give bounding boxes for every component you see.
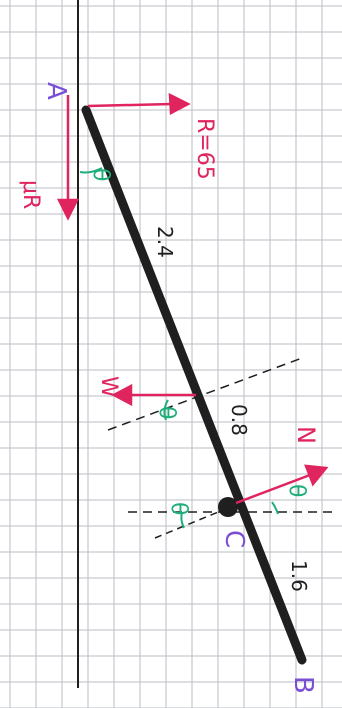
force-r-arrow (87, 92, 191, 116)
label-length-middle: 0.8 (227, 404, 251, 436)
label-force-n: N (292, 426, 320, 444)
label-force-r: R=65 (192, 118, 217, 180)
label-length-lower: 1.6 (287, 560, 311, 592)
rod (81, 105, 307, 665)
label-force-mu-r: μR (18, 180, 43, 209)
label-angle-w: θ (154, 406, 179, 419)
label-force-w: W (96, 376, 121, 398)
label-length-upper: 2.4 (153, 226, 177, 258)
label-point-a: A (41, 82, 71, 100)
angle-arc-top (79, 167, 103, 174)
label-angle-top: θ (88, 168, 113, 181)
label-angle-n: θ (284, 484, 309, 497)
force-n-arrow (235, 464, 329, 505)
force-mu-r-arrow (56, 95, 80, 221)
angle-arc-w (163, 399, 169, 421)
angle-arc-n (271, 501, 279, 515)
label-angle-c: θ (166, 502, 191, 515)
label-point-b: B (288, 676, 318, 694)
force-w-arrow (111, 383, 196, 407)
label-point-c: C (219, 530, 249, 548)
dashed-line-c (154, 507, 229, 539)
support-point-c (218, 497, 238, 517)
dashed-line-w (107, 357, 303, 431)
angle-arc-c (180, 511, 185, 529)
